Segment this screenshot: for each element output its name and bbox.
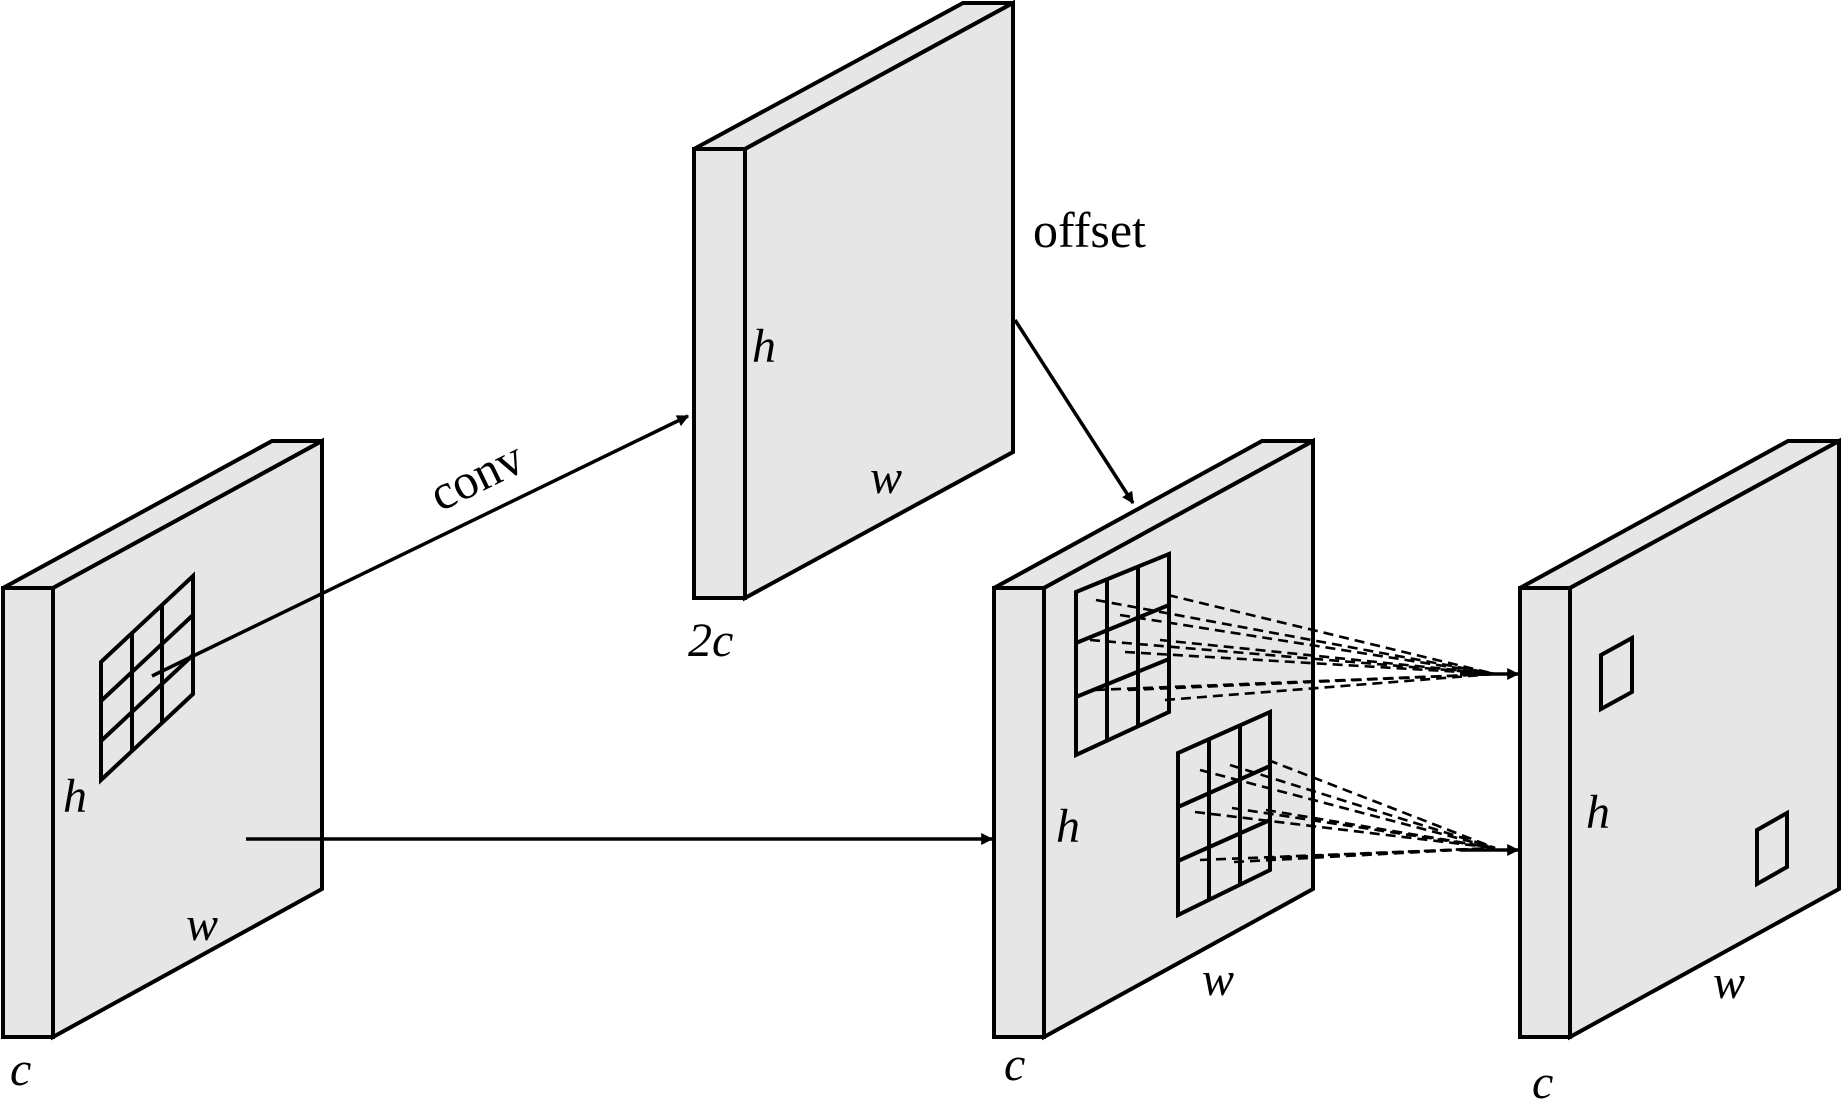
- output-sample-marker-upper: [1599, 634, 1634, 713]
- output-c-label: c: [1532, 1056, 1553, 1109]
- input-w-label: w: [186, 898, 218, 951]
- input-front-face: [51, 437, 324, 1041]
- conv-arrow: [151, 414, 690, 678]
- sampling-lines-lower: [1194, 758, 1496, 864]
- offset-map-h-label: h: [752, 320, 776, 373]
- deform-left-face: [992, 586, 1046, 1039]
- output-front-face: [1568, 437, 1841, 1041]
- deform-w-label: w: [1202, 953, 1234, 1006]
- deform-h-label: h: [1056, 800, 1080, 853]
- sampling-lines-upper: [1089, 593, 1496, 702]
- deform-kernel-grid-upper: [1074, 551, 1171, 759]
- input-c-label: c: [10, 1043, 31, 1096]
- offset-arrow: [1013, 319, 1135, 505]
- output-left-face: [1518, 586, 1572, 1039]
- output-feature-map: h w c: [1518, 437, 1841, 1109]
- deformed-feature-map: h w c: [992, 437, 1315, 1091]
- conv-label: conv: [420, 429, 532, 522]
- offset-feature-map: h w 2c: [688, 0, 1015, 667]
- input-left-face: [1, 586, 55, 1039]
- input-h-label: h: [63, 770, 87, 823]
- output-sample-marker-lower: [1755, 809, 1789, 888]
- deform-front-face: [1042, 437, 1315, 1041]
- offset-map-w-label: w: [870, 451, 902, 504]
- offset-front-face: [743, 0, 1015, 602]
- output-h-label: h: [1586, 786, 1610, 839]
- output-w-label: w: [1713, 956, 1745, 1009]
- offset-label: offset: [1033, 202, 1146, 258]
- offset-map-c-label: 2c: [688, 614, 733, 667]
- deform-c-label: c: [1004, 1038, 1025, 1091]
- offset-left-face: [692, 147, 747, 600]
- input-kernel-grid: [99, 571, 195, 785]
- input-feature-map: h w c: [1, 437, 324, 1096]
